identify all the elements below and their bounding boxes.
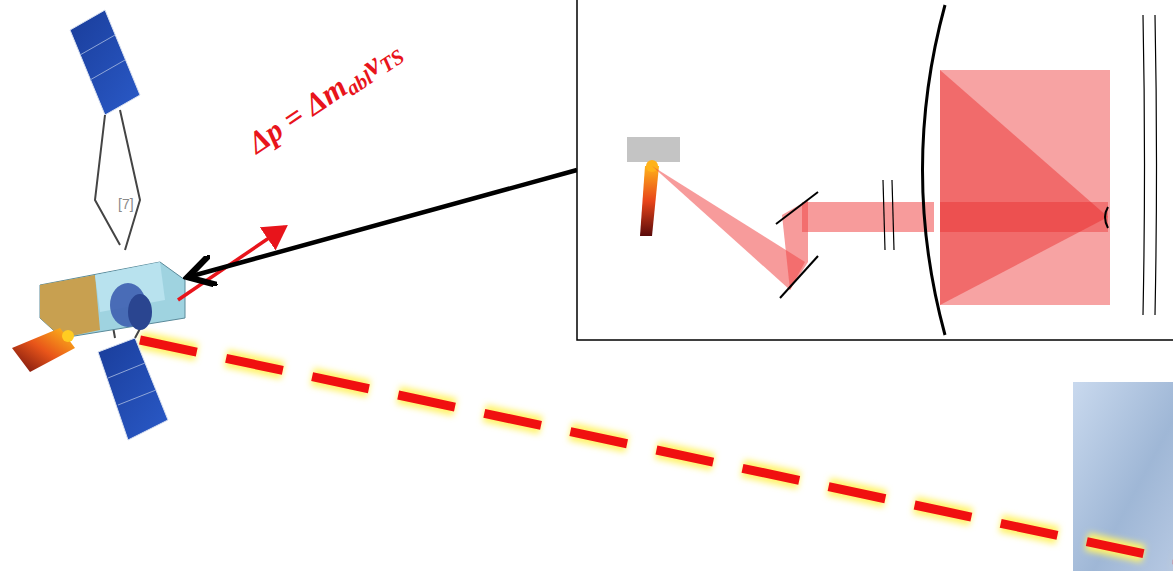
inset-box xyxy=(577,0,1173,340)
momentum-formula: Δp = ΔmablvTS xyxy=(241,33,410,164)
optics xyxy=(627,5,1157,335)
formula-term: Δp = Δm xyxy=(241,69,353,160)
reference-tag: [7] xyxy=(118,196,134,212)
satellite xyxy=(12,10,185,440)
laser-beam xyxy=(140,340,1173,560)
beam-glow xyxy=(140,340,1173,560)
pointer-arrow xyxy=(192,170,577,276)
